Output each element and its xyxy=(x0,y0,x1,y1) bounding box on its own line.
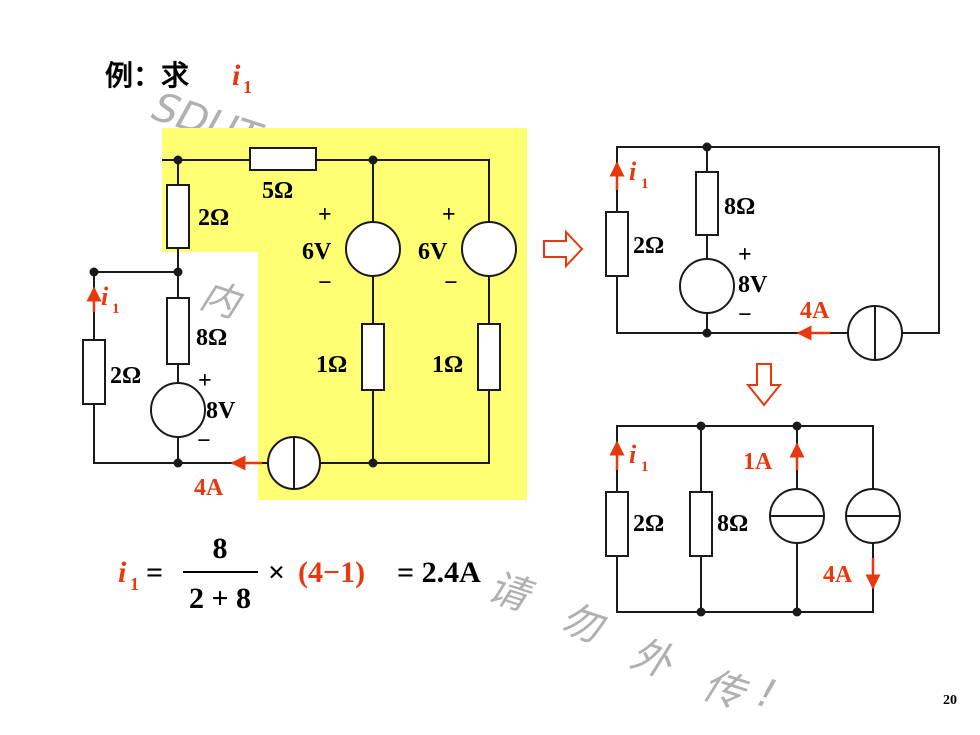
c3-label-4a: 4A xyxy=(823,562,853,588)
c2-resistor-8ohm xyxy=(695,171,719,236)
voltage-source-6v-b xyxy=(461,221,517,277)
label-i1-sub: 1 xyxy=(112,301,120,317)
c3-current-source-4a xyxy=(845,488,901,544)
label-minus-b: − xyxy=(444,270,458,296)
c3-label-i1-sub: 1 xyxy=(641,459,649,475)
c2-label-8ohm: 8Ω xyxy=(724,194,755,220)
resistor-8ohm xyxy=(166,297,190,365)
resistor-5ohm xyxy=(249,147,317,171)
label-minus-8v: − xyxy=(197,428,211,454)
c2-label-8v: 8V xyxy=(738,272,768,298)
circuit-simplified-labels: 8Ω 2Ω + 8V − 4A xyxy=(633,194,830,328)
c3-resistor-2ohm xyxy=(605,491,629,557)
label-minus-a: − xyxy=(318,270,332,296)
circuit-simplified-arrows xyxy=(609,161,830,341)
formula-times: × xyxy=(268,556,285,589)
watermark-char-3: 勿 xyxy=(555,596,611,653)
label-1ohm-b: 1Ω xyxy=(432,352,463,378)
label-i1-var: i xyxy=(101,282,109,311)
circuit-original-nodes xyxy=(89,155,378,468)
c2-label-minus: − xyxy=(738,302,752,328)
label-2ohm-left: 2Ω xyxy=(110,363,141,389)
label-i1-original: i 1 xyxy=(101,282,120,317)
current-source-4a xyxy=(267,436,321,490)
label-8ohm: 8Ω xyxy=(196,325,227,351)
resistor-2ohm-left xyxy=(82,339,106,405)
c2-resistor-2ohm xyxy=(605,211,629,277)
watermark-char-2: 请 xyxy=(482,564,539,622)
watermark-char-1: 内 xyxy=(195,273,248,328)
label-8v: 8V xyxy=(206,398,236,424)
circuit-original-labels: 5Ω 2Ω 8Ω 2Ω 1Ω 1Ω + 6V − + 6V − + 8V − 4… xyxy=(110,178,463,501)
c3-resistor-8ohm xyxy=(689,491,713,557)
circuit-final-labels: 2Ω 8Ω 1A 4A xyxy=(633,449,853,588)
title-subscript: 1 xyxy=(243,77,252,97)
circuit-original xyxy=(82,147,517,490)
circuit-final-arrows xyxy=(609,440,881,590)
formula-denominator: 2 + 8 xyxy=(189,582,251,615)
c2-label-i1: i 1 xyxy=(629,157,649,192)
title-variable: i xyxy=(232,59,241,92)
formula-factor: (4−1) xyxy=(298,556,365,589)
label-2ohm-top: 2Ω xyxy=(198,205,229,231)
c3-label-8ohm: 8Ω xyxy=(717,511,748,537)
c3-label-i1-var: i xyxy=(629,440,637,469)
c2-current-source-4a xyxy=(847,305,903,361)
c2-label-4a: 4A xyxy=(800,298,830,324)
voltage-source-6v-a xyxy=(345,221,401,277)
page-number: 20 xyxy=(943,693,957,708)
label-6v-b: 6V xyxy=(418,239,448,265)
resistor-2ohm-top xyxy=(166,184,190,249)
label-5ohm: 5Ω xyxy=(262,178,293,204)
next-arrow-icon xyxy=(543,229,584,269)
c3-label-1a: 1A xyxy=(743,449,773,475)
resistor-1ohm-a xyxy=(361,323,385,391)
watermark-char-5: 传 xyxy=(697,662,753,719)
label-6v-a: 6V xyxy=(302,239,332,265)
title-prefix: 例：求 xyxy=(105,59,189,92)
formula-result: = 2.4A xyxy=(397,556,481,589)
watermark-char-6: ! xyxy=(752,670,781,719)
formula: i 1 = 8 2 + 8 × (4−1) = 2.4A xyxy=(118,532,481,615)
resistor-1ohm-b xyxy=(477,323,501,391)
c2-label-i1-sub: 1 xyxy=(641,176,649,192)
watermark-char-4: 外 xyxy=(625,631,679,688)
c3-label-i1: i 1 xyxy=(629,440,649,475)
voltage-source-8v xyxy=(150,382,206,438)
label-plus-8v: + xyxy=(198,368,212,394)
c3-current-source-1a xyxy=(769,488,825,544)
label-plus-b: + xyxy=(442,202,456,228)
down-arrow-icon xyxy=(745,363,783,407)
c2-label-i1-var: i xyxy=(629,157,637,186)
label-4a: 4A xyxy=(194,475,224,501)
c3-label-2ohm: 2Ω xyxy=(633,511,664,537)
label-plus-a: + xyxy=(318,202,332,228)
c2-voltage-source-8v xyxy=(679,258,735,314)
formula-equals: = xyxy=(146,556,163,589)
circuit-final xyxy=(605,421,901,617)
slide-title: 例：求 i 1 xyxy=(105,59,252,97)
formula-lhs-var: i xyxy=(118,556,127,589)
circuit-original-arrows xyxy=(86,286,262,471)
label-1ohm-a: 1Ω xyxy=(316,352,347,378)
highlight-region xyxy=(162,128,527,500)
c2-label-plus: + xyxy=(738,242,752,268)
c2-label-2ohm: 2Ω xyxy=(633,233,664,259)
formula-lhs-sub: 1 xyxy=(130,574,139,594)
formula-numerator: 8 xyxy=(213,532,228,565)
